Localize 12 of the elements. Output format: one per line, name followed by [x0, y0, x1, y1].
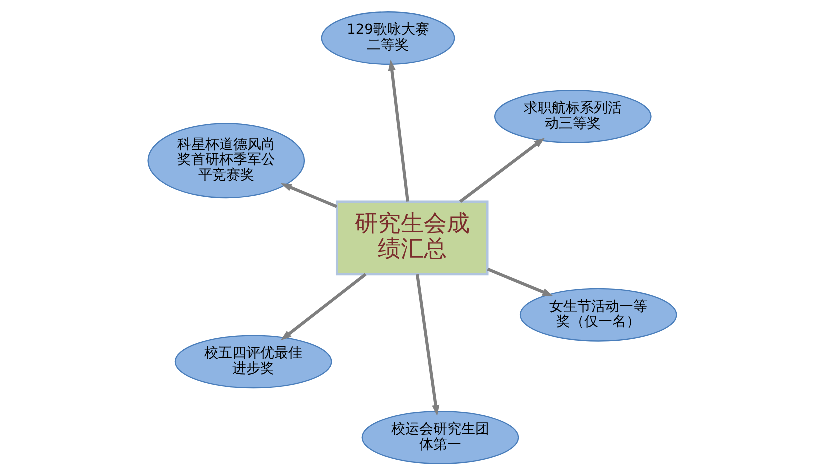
arrow [459, 137, 546, 203]
arrow [416, 274, 440, 416]
arrow [487, 267, 554, 296]
arrow [280, 272, 367, 340]
node-ellipse: 校五四评优最佳进步奖 [174, 334, 332, 388]
node-ellipse: 校运会研究生团体第一 [362, 410, 520, 464]
node-ellipse: 科星杯道德风尚奖首研杯季军公平竞赛奖 [148, 122, 306, 198]
arrow [388, 59, 410, 202]
node-box: 研究生会成绩汇总 [336, 200, 489, 276]
node-ellipse: 129歌咏大赛二等奖 [321, 11, 456, 64]
arrow [281, 183, 338, 208]
node-ellipse: 求职航标系列活动三等奖 [494, 90, 652, 143]
